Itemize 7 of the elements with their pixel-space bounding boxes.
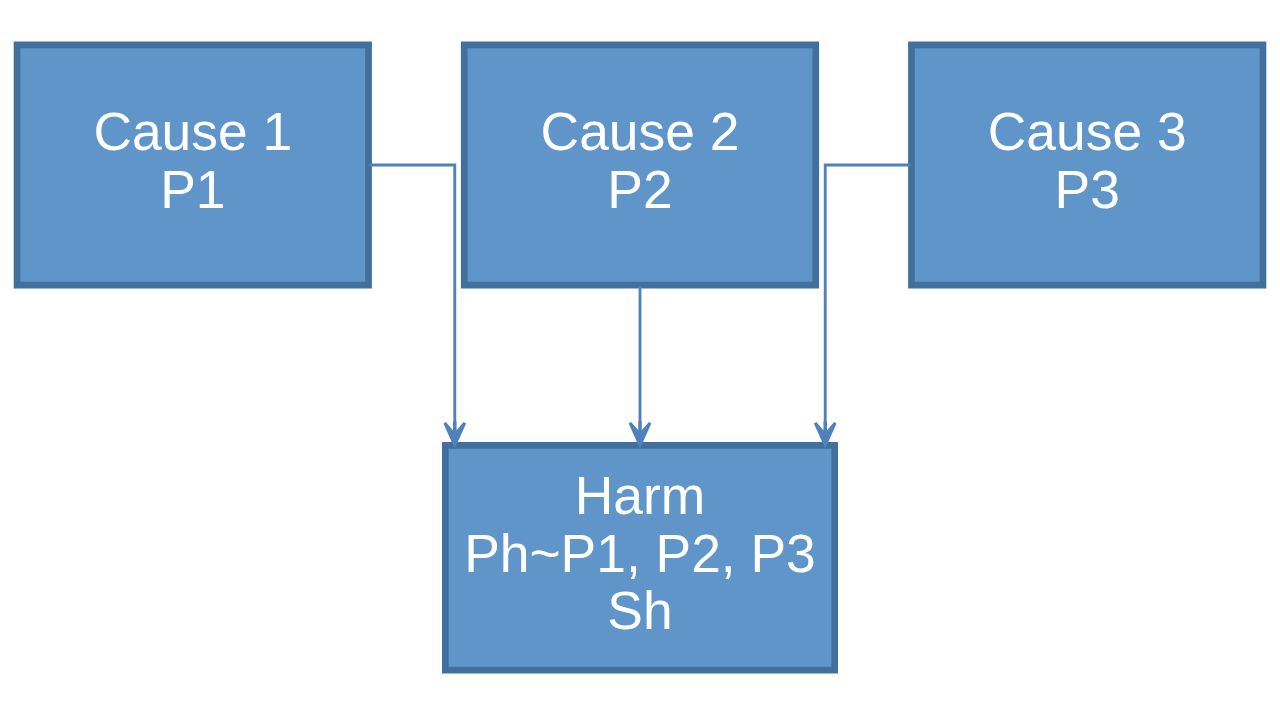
arrow <box>813 163 911 447</box>
arrow <box>369 163 467 447</box>
node-box: Cause 1 P1 <box>13 41 372 289</box>
node-box: Cause 2 P2 <box>460 41 820 289</box>
arrow <box>628 285 652 447</box>
node-box: Harm Ph~P1, P2, P3 Sh <box>442 441 838 673</box>
node-box: Cause 3 P3 <box>908 41 1267 289</box>
